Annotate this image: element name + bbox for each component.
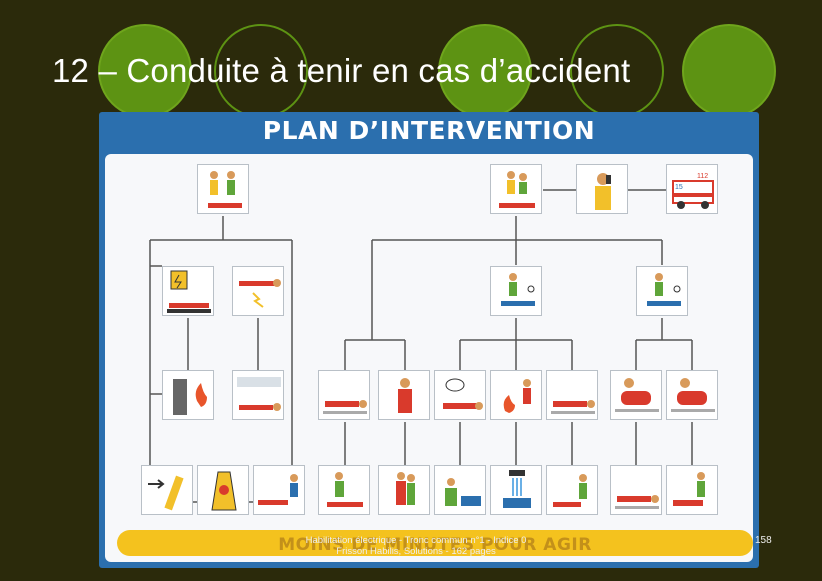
footer-line-1: Habilitation électrique - Tronc commun n…	[286, 535, 546, 546]
lateral-position-icon	[546, 465, 598, 515]
ambulance-icon: 15 112	[666, 164, 718, 214]
cpr-icon	[318, 465, 370, 515]
lying-person-icon	[546, 370, 598, 420]
warning-sign-icon	[197, 465, 249, 515]
electrocution-icon	[232, 266, 284, 316]
bleeding-icon	[434, 370, 486, 420]
rescuer-kneeling-icon	[490, 164, 542, 214]
cool-burn-icon	[490, 465, 542, 515]
footer-line-2: Frisson Habilis, Solutions - 162 pages	[286, 546, 546, 557]
burn-icon	[490, 370, 542, 420]
slide-footer: Habilitation électrique - Tronc commun n…	[286, 535, 546, 557]
power-cutoff-icon	[162, 266, 214, 316]
recovery-position-icon	[666, 370, 718, 420]
lying-person-icon	[232, 370, 284, 420]
recovery-position-icon	[610, 370, 662, 420]
lying-person-icon	[318, 370, 370, 420]
lever-icon	[141, 465, 193, 515]
svg-text:15: 15	[675, 184, 683, 191]
svg-text:112: 112	[697, 173, 708, 180]
choking-icon	[378, 370, 430, 420]
lateral-position-icon	[610, 465, 662, 515]
fire-hazard-icon	[162, 370, 214, 420]
back-blows-icon	[378, 465, 430, 515]
breathing-check-icon	[636, 266, 688, 316]
monitor-victim-icon	[666, 465, 718, 515]
drag-victim-icon	[253, 465, 305, 515]
page-number: 158	[755, 535, 772, 546]
breathing-check-icon	[490, 266, 542, 316]
compression-icon	[434, 465, 486, 515]
phone-call-icon	[576, 164, 628, 214]
two-people-icon	[197, 164, 249, 214]
